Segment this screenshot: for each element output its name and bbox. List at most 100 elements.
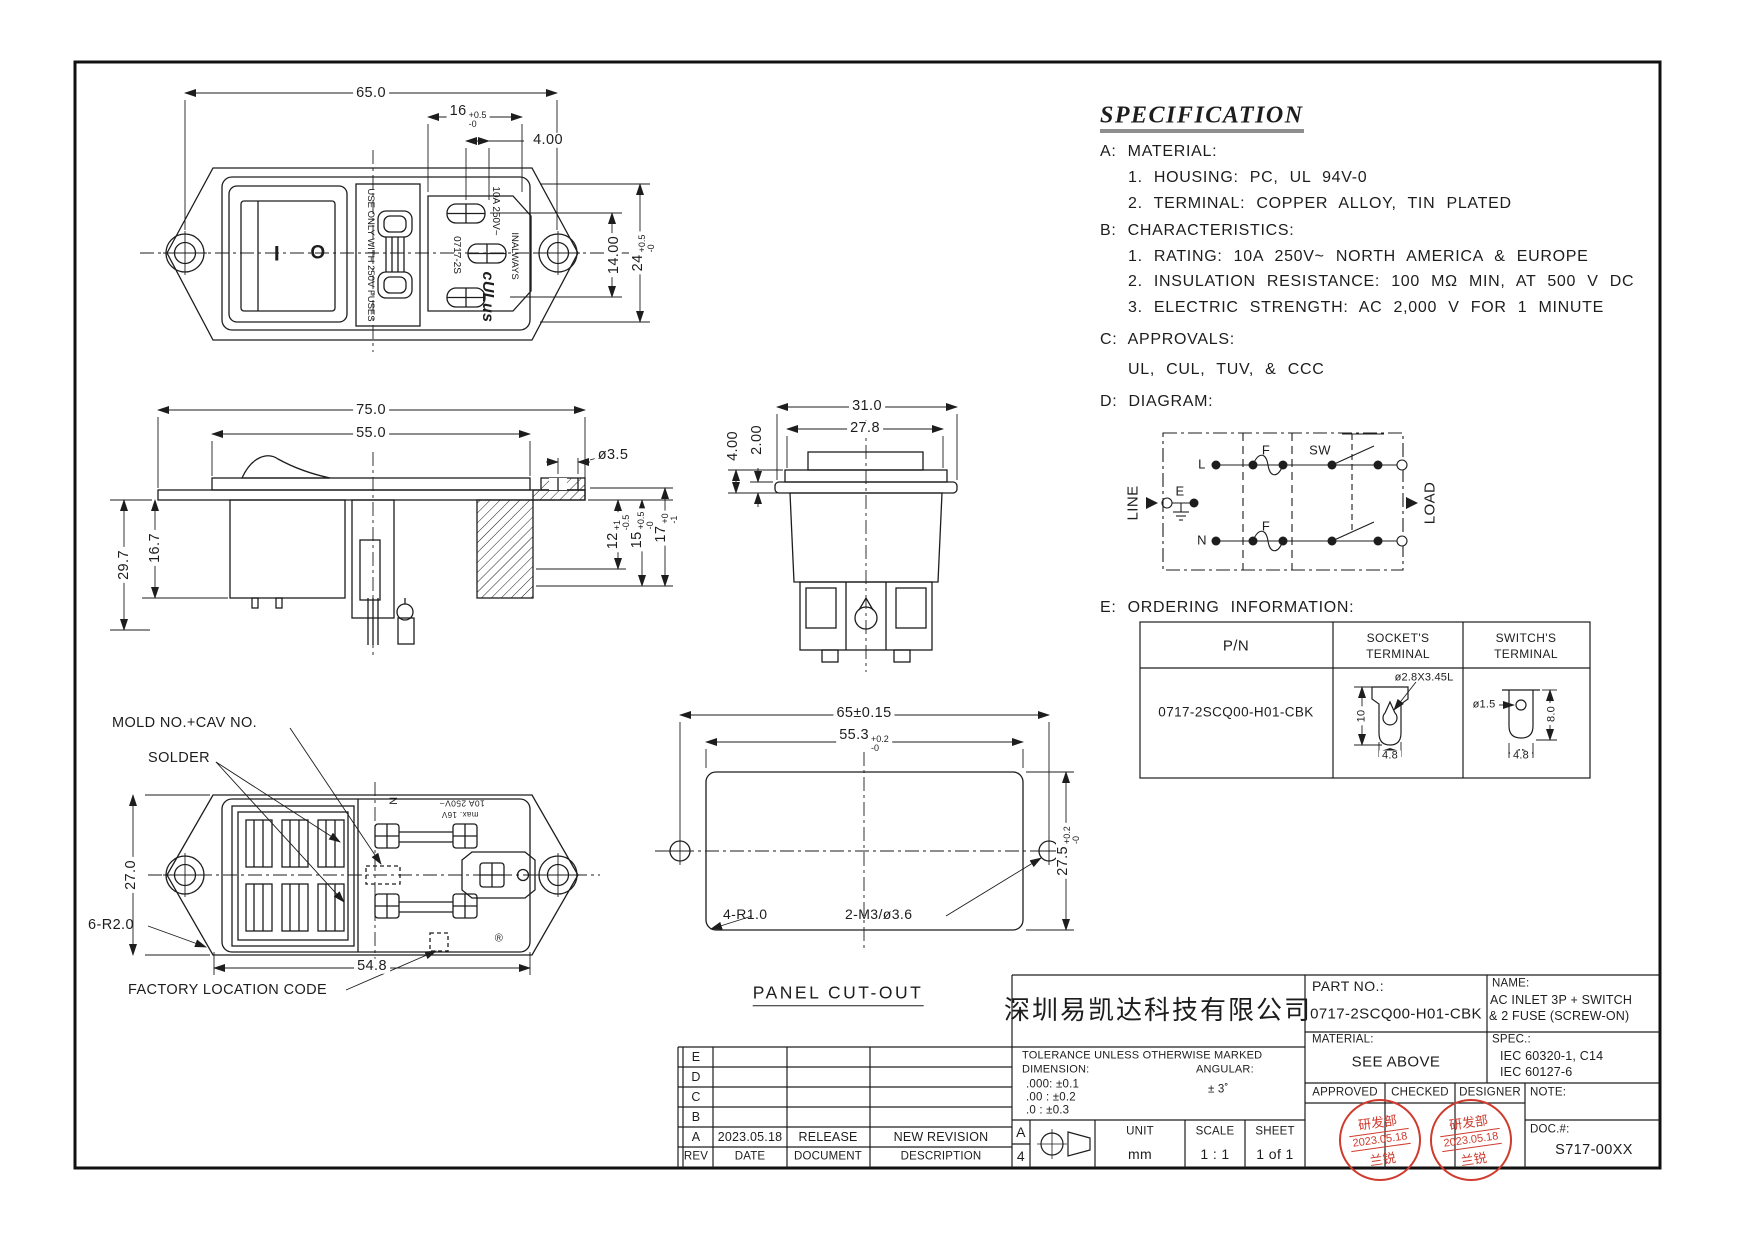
fuse-warning-text: USE ONLY WITH 250V FUSES — [364, 188, 376, 322]
rev-row-b: B — [691, 1109, 701, 1124]
title-block-grid — [677, 974, 1660, 1168]
front-dim-65: 65.0 — [353, 86, 389, 101]
spec-insulation: 2. INSULATION RESISTANCE: 100 MΩ MIN, AT… — [1128, 273, 1635, 290]
spec-characteristics-head: B: CHARACTERISTICS: — [1100, 222, 1295, 239]
ordering-col-socket-1: SOCKET'S — [1366, 631, 1430, 645]
tolerance-000: .000: ±0.1 — [1026, 1078, 1080, 1091]
rev-footer-description: DESCRIPTION — [900, 1150, 982, 1163]
part-no-value: 0717-2SCQ00-H01-CBK — [1310, 1005, 1482, 1023]
tolerance-dimension-label: DIMENSION: — [1022, 1063, 1090, 1076]
side-dim-55: 55.0 — [353, 426, 389, 441]
side-view-dims — [110, 406, 673, 655]
registered-mark: ® — [494, 932, 504, 945]
rocker-on-mark: I — [273, 242, 281, 266]
checked-label: CHECKED — [1391, 1086, 1449, 1099]
ordering-col-pn: P/N — [1222, 637, 1250, 655]
unit-label: UNIT — [1126, 1125, 1154, 1138]
rev-row-c: C — [691, 1089, 701, 1104]
ul-logo: cULus — [479, 271, 496, 323]
scale-value: 1 : 1 — [1200, 1146, 1230, 1162]
diagram-fuse2-label: F — [1261, 518, 1271, 534]
rev-row-e: E — [691, 1049, 701, 1064]
side-dim-17: 17+0-1 — [653, 510, 679, 546]
spec-label: SPEC.: — [1492, 1033, 1531, 1046]
side-dim-75: 75.0 — [353, 403, 389, 418]
spec-material-head: A: MATERIAL: — [1100, 143, 1218, 160]
diagram-load-label: LOAD — [1421, 481, 1439, 525]
name-line-2: & 2 FUSE (SCREW-ON) — [1489, 1008, 1630, 1023]
switch-width-dim: 4.8 — [1510, 750, 1532, 762]
scale-label: SCALE — [1195, 1125, 1235, 1138]
sheet-label: SHEET — [1255, 1125, 1295, 1138]
panel-dim-65: 65±0.15 — [833, 706, 895, 721]
back-n-mark: N — [386, 796, 399, 806]
rev-a-description: NEW REVISION — [893, 1129, 989, 1144]
rev-a-date: 2023.05.18 — [717, 1129, 783, 1144]
factory-code-label: FACTORY LOCATION CODE — [128, 981, 328, 998]
end-dim-2: 2.00 — [749, 422, 765, 458]
part-no-label: PART NO.: — [1312, 978, 1385, 994]
side-view — [157, 455, 586, 645]
rev-footer-date: DATE — [734, 1150, 766, 1163]
panel-cutout-title: PANEL CUT-OUT — [752, 984, 924, 1006]
designer-label: DESIGNER — [1459, 1086, 1521, 1099]
rev-a-document: RELEASE — [798, 1129, 858, 1144]
material-value: SEE ABOVE — [1351, 1053, 1441, 1071]
front-model-text: 0717-2S — [451, 236, 462, 274]
panel-label-4r: 4-R1.0 — [723, 906, 768, 922]
spec-ordering-head: E: ORDERING INFORMATION: — [1100, 599, 1355, 616]
back-dim-27: 27.0 — [123, 857, 139, 893]
mold-no-label: MOLD NO.+CAV NO. — [112, 714, 258, 731]
material-label: MATERIAL: — [1312, 1033, 1374, 1046]
panel-dim-553: 55.3+0.2-0 — [836, 728, 892, 752]
socket-hole-dim: ø2.8X3.45L — [1394, 671, 1454, 684]
front-dim-16: 16+0.5-0 — [446, 104, 490, 128]
name-label: NAME: — [1492, 977, 1530, 990]
socket-height-dim: 10 — [1356, 706, 1368, 726]
rev-row-a: A — [691, 1129, 701, 1144]
tolerance-angular-label: ANGULAR: — [1196, 1063, 1254, 1076]
spec-approvals: UL, CUL, TUV, & CCC — [1128, 361, 1325, 378]
side-dim-12: 12+1-0.5 — [605, 511, 631, 553]
side-dim-15: 15+0.5-0 — [629, 508, 655, 552]
stamp-signature: 兰锐 — [1459, 1150, 1488, 1169]
switch-hole-dim: ø1.5 — [1472, 698, 1496, 711]
spec-title: SPECIFICATION — [1100, 104, 1304, 133]
end-dim-278: 27.8 — [847, 421, 883, 436]
front-view-dims — [140, 89, 650, 352]
ordering-col-socket-2: TERMINAL — [1366, 647, 1430, 661]
back-dim-6r2: 6-R2.0 — [88, 916, 134, 933]
ordering-table-dims — [1354, 681, 1557, 758]
spec-value-2: IEC 60127-6 — [1500, 1064, 1573, 1079]
tolerance-00: .00 : ±0.2 — [1026, 1091, 1076, 1104]
tolerance-title: TOLERANCE UNLESS OTHERWISE MARKED — [1022, 1049, 1263, 1062]
tolerance-angular-value: ± 3˚ — [1208, 1083, 1229, 1096]
front-rating-text: 10A 250V~ — [490, 186, 501, 236]
name-line-1: AC INLET 3P + SWITCH — [1490, 992, 1633, 1007]
circuit-diagram — [1146, 432, 1418, 571]
approved-label: APPROVED — [1312, 1086, 1378, 1099]
spec-rating: 1. RATING: 10A 250V~ NORTH AMERICA & EUR… — [1128, 248, 1589, 265]
paper-size-number: 4 — [1016, 1148, 1026, 1164]
spec-housing: 1. HOUSING: PC, UL 94V-0 — [1128, 169, 1368, 186]
back-dim-548: 54.8 — [354, 959, 390, 974]
rev-footer-rev: REV — [683, 1150, 709, 1163]
tolerance-0: .0 : ±0.3 — [1026, 1104, 1070, 1117]
spec-value-1: IEC 60320-1, C14 — [1500, 1048, 1604, 1063]
sheet-border — [73, 60, 1662, 1170]
doc-number: S717-00XX — [1555, 1141, 1633, 1158]
side-dim-d35: ø3.5 — [594, 448, 632, 463]
back-rating-text: 10A 250V~ — [439, 798, 485, 809]
ordering-col-switch-2: TERMINAL — [1494, 647, 1558, 661]
diagram-sw-label: SW — [1309, 442, 1331, 458]
front-dim-14: 14.00 — [606, 232, 622, 278]
rocker-off-mark: O — [310, 242, 326, 264]
switch-height-dim: 8.0 — [1546, 703, 1558, 725]
side-dim-297: 29.7 — [116, 547, 132, 583]
rev-row-d: D — [691, 1069, 701, 1084]
note-label: NOTE: — [1530, 1086, 1567, 1099]
front-brand-text: INALWAYS — [508, 232, 520, 280]
front-dim-24: 24+0.5-0 — [630, 231, 656, 275]
